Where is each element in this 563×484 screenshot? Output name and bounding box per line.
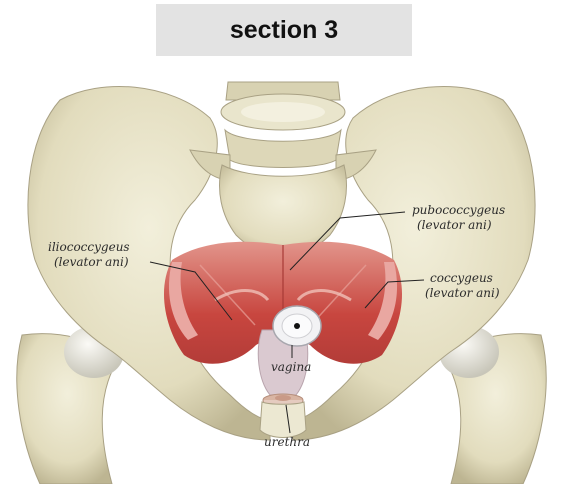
left-femur xyxy=(17,326,124,484)
label-coccygeus: coccygeus xyxy=(430,271,493,285)
right-femur xyxy=(439,326,546,484)
label-pubococcygeus: pubococcygeus xyxy=(412,203,505,217)
label-iliococcygeus-sub: (levator ani) xyxy=(54,255,129,269)
label-coccygeus-sub: (levator ani) xyxy=(425,286,500,300)
label-urethra: urethra xyxy=(264,435,310,449)
pubic-symphysis xyxy=(260,402,306,438)
label-vagina: vagina xyxy=(271,360,311,374)
label-iliococcygeus: iliococcygeus xyxy=(48,240,130,254)
label-pubococcygeus-sub: (levator ani) xyxy=(417,218,492,232)
